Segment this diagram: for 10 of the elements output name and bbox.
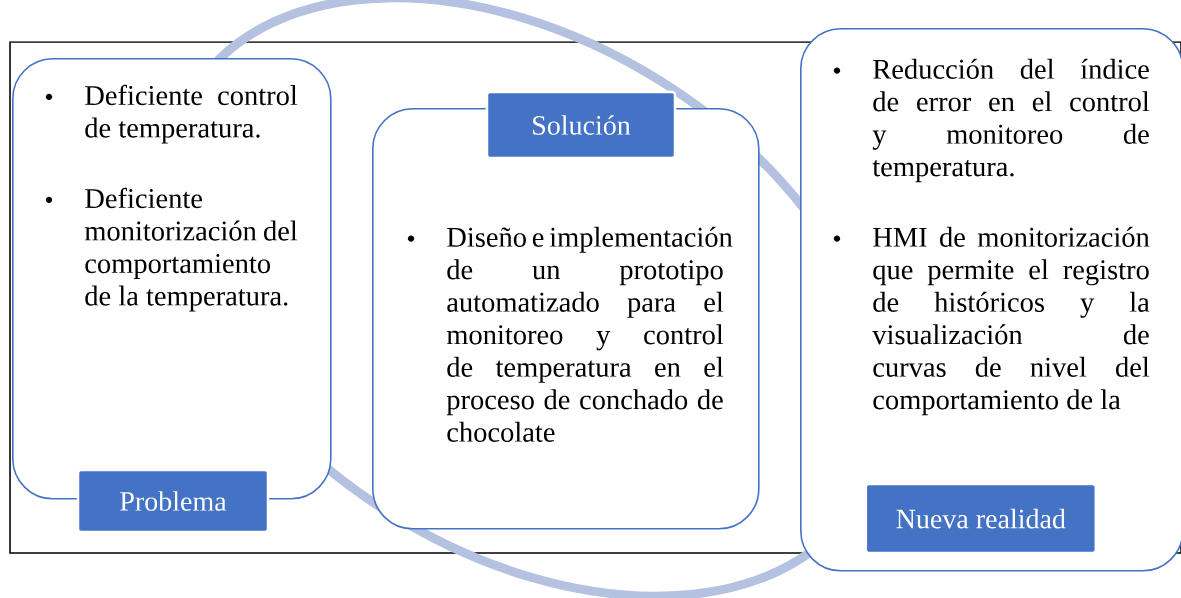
bullet-text: Diseño e implementación de un prototipo automatizado para el monitoreo y control de temperatura en el proceso de conchado de chocolate: [407, 226, 733, 442]
bullet-text: Deficiente control de temperatura.: [45, 84, 298, 144]
panel: [372, 108, 760, 530]
label-box: Problema: [76, 468, 270, 534]
bullet-text: Deficiente monitorización del comportamiento de la temperatura.: [45, 187, 298, 312]
bullet-text: Reducción del índice de error en el control y monitoreo de temperatura.: [833, 58, 1150, 183]
label-box: Nueva realidad: [864, 482, 1098, 555]
label-box: Solución: [485, 90, 677, 160]
bullet-text: HMI de monitorización que permite el registro de históricos y la visualización de curvas de nivel del comportamiento de la: [833, 226, 1150, 416]
panel: [800, 28, 1181, 572]
